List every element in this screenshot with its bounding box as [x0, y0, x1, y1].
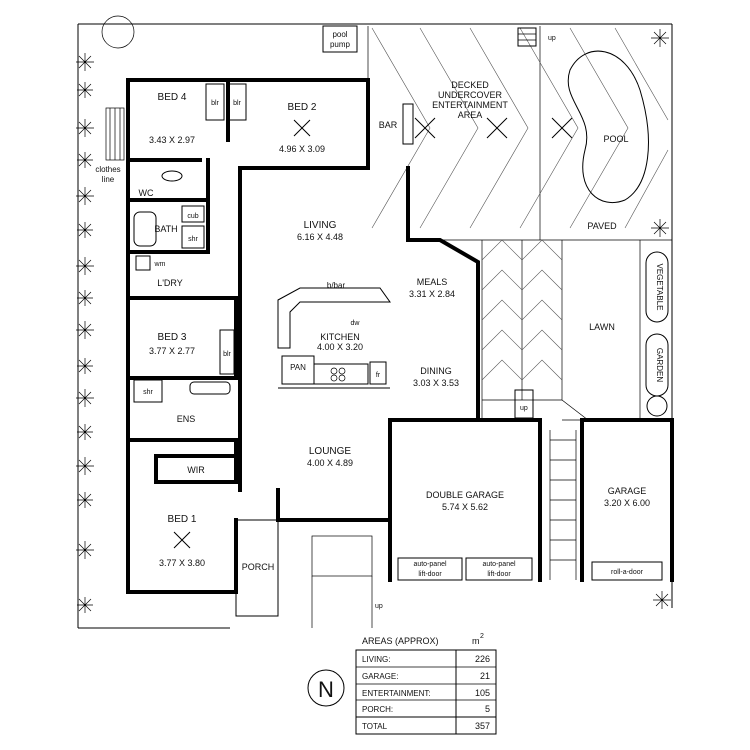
deck-area: up DECKED UNDERCOVER ENTERTAINMENT AREA … — [367, 26, 672, 241]
clothes-line: clothes line — [95, 107, 125, 184]
lawn-label: LAWN — [589, 322, 615, 332]
pool: POOL — [567, 50, 649, 204]
auto-door-2-line2: lift-door — [487, 571, 511, 578]
meals-size: 3.31 x 2.84 — [409, 289, 455, 299]
living-size: 6.16 x 4.48 — [297, 232, 343, 242]
garage-size: 3.20 x 6.00 — [604, 498, 650, 508]
areas-row-2-value: 21 — [480, 671, 490, 681]
areas-title: AREAS (approx) — [362, 636, 439, 646]
blr-label-2: blr — [233, 100, 241, 107]
up-label-driveway: up — [520, 405, 528, 412]
bed2-size: 4.96 x 3.09 — [279, 144, 325, 154]
fixtures: blr blr WC BATH cub shr wm L'DRY blr shr… — [133, 83, 663, 628]
ldry-label: L'DRY — [157, 278, 183, 288]
areas-row-2-label: GARAGE: — [362, 672, 398, 681]
areas-row-4-value: 5 — [485, 704, 490, 714]
bath-label: BATH — [154, 224, 177, 234]
pool-pump-label-2: pump — [330, 40, 351, 49]
porch-label: PORCH — [242, 562, 275, 572]
areas-row-3-value: 105 — [475, 688, 490, 698]
living-name: LIVING — [304, 220, 337, 231]
dw-label: dw — [351, 320, 361, 327]
cub-label: cub — [187, 213, 198, 220]
lounge-name: LOUNGE — [309, 446, 352, 457]
shr-label-bath: shr — [188, 236, 198, 243]
blr-label-3: blr — [223, 351, 231, 358]
areas-row-3-label: ENTERTAINMENT: — [362, 689, 431, 698]
bed3-size: 3.77 x 2.77 — [149, 346, 195, 356]
north-letter: N — [318, 677, 334, 702]
garage-name: GARAGE — [608, 486, 647, 496]
dining-size: 3.03 x 3.53 — [413, 378, 459, 388]
entertainment-line1: DECKED — [451, 80, 489, 90]
trees — [76, 15, 671, 613]
north-arrow: N — [307, 669, 345, 707]
bed4-size: 3.43 x 2.97 — [149, 135, 195, 145]
bed1-size: 3.77 x 3.80 — [159, 558, 205, 568]
pool-pump: pool pump — [322, 25, 358, 53]
garden-label: GARDEN — [655, 348, 664, 382]
areas-table: AREAS (approx) m 2 LIVING: 226 GARAGE: 2… — [355, 633, 497, 735]
auto-door-2-line1: auto-panel — [482, 561, 516, 568]
wm-label: wm — [154, 261, 166, 268]
fr-label: fr — [376, 372, 381, 379]
blr-label-1: blr — [211, 100, 219, 107]
areas-total-label: TOTAL — [362, 722, 388, 731]
bed3-name: BED 3 — [158, 332, 187, 343]
areas-row-4-label: PORCH: — [362, 705, 393, 714]
bed1-name: BED 1 — [168, 514, 197, 525]
areas-total-value: 357 — [475, 721, 490, 731]
meals-name: MEALS — [417, 277, 448, 287]
shr-label-ens: shr — [143, 389, 153, 396]
entertainment-line4: AREA — [458, 110, 483, 120]
wir-label: WIR — [187, 465, 205, 475]
pan-label: PAN — [290, 363, 306, 372]
areas-unit: m — [472, 636, 480, 646]
areas-row-1-label: LIVING: — [362, 655, 390, 664]
bar-label: BAR — [379, 120, 398, 130]
up-label-porch: up — [375, 603, 383, 610]
vegetable-label: VEGETABLE — [655, 264, 664, 311]
auto-door-1-line2: lift-door — [418, 571, 442, 578]
entertainment-line2: UNDERCOVER — [438, 90, 503, 100]
paved-label: PAVED — [587, 221, 617, 231]
entertainment-line3: ENTERTAINMENT — [432, 100, 508, 110]
pool-label: POOL — [603, 134, 628, 144]
pool-pump-label-1: pool — [332, 30, 347, 39]
wc-label: WC — [139, 188, 154, 198]
double-garage-name: DOUBLE GARAGE — [426, 490, 504, 500]
site-boundary — [77, 23, 673, 629]
dining-name: DINING — [420, 366, 452, 376]
paved-area: up — [481, 239, 589, 421]
auto-door-1-line1: auto-panel — [413, 561, 447, 568]
clothes-line-label-2: line — [102, 175, 115, 184]
double-garage-size: 5.74 x 5.62 — [442, 502, 488, 512]
house-walls — [126, 78, 674, 594]
clothes-line-label-1: clothes — [95, 165, 120, 174]
kitchen-name: KITCHEN — [320, 332, 360, 342]
lounge-size: 4.00 x 4.89 — [307, 458, 353, 468]
up-label-deck: up — [548, 35, 556, 42]
kitchen-size: 4.00 x 3.20 — [317, 342, 363, 352]
lawn-area: LAWN VEGETABLE GARDEN — [562, 240, 669, 421]
roll-door-label: roll-a-door — [611, 569, 644, 576]
areas-row-1-value: 226 — [475, 654, 490, 664]
bed4-name: BED 4 — [158, 92, 187, 103]
areas-unit-sup: 2 — [480, 633, 484, 640]
room-labels: BED 4 3.43 x 2.97 BED 2 4.96 x 3.09 LIVI… — [149, 92, 650, 568]
bbar-label: b/bar — [327, 281, 346, 290]
ens-label: ENS — [177, 414, 196, 424]
bed2-name: BED 2 — [288, 102, 317, 113]
